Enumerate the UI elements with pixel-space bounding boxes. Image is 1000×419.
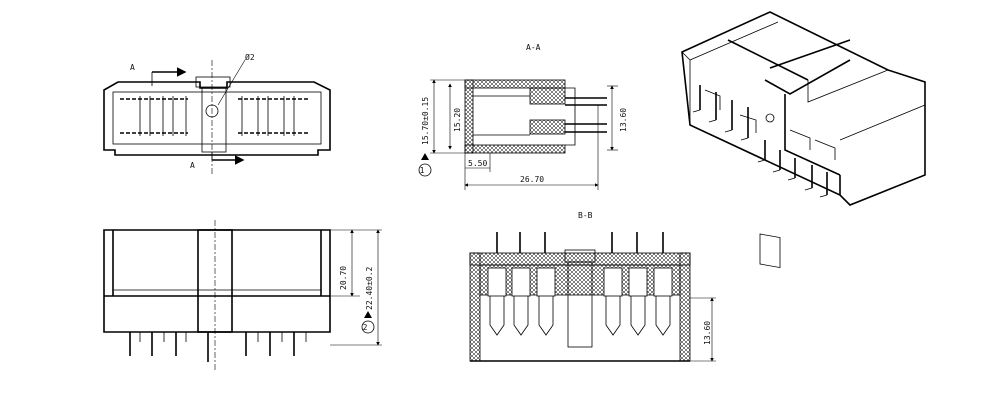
dim-overall-length: 26.70 — [520, 175, 544, 184]
diameter-note: Ø2 — [245, 52, 255, 62]
dim-total-height: 22.40±0.2 — [365, 266, 374, 310]
dim-offset: 5.50 — [468, 159, 487, 168]
top-view — [103, 59, 331, 175]
balloon-1: 1 — [420, 166, 425, 175]
dim-overall-height: 15.70±0.15 — [421, 97, 430, 145]
section-bb-label: B-B — [578, 211, 593, 220]
section-marker-top: A — [130, 63, 135, 72]
front-view — [103, 220, 382, 370]
balloon-2: 2 — [363, 323, 368, 332]
isometric-view — [681, 11, 926, 269]
section-bb-view — [469, 232, 716, 362]
dim-inner-height: 15.20 — [453, 108, 462, 132]
section-marker-bottom: A — [190, 161, 195, 170]
section-aa-view — [418, 79, 618, 190]
section-aa-label: A-A — [526, 43, 541, 52]
dim-bb-height: 13.60 — [703, 321, 712, 345]
dim-body-height: 20.70 — [339, 266, 348, 290]
dim-pin-span: 13.60 — [619, 108, 628, 132]
